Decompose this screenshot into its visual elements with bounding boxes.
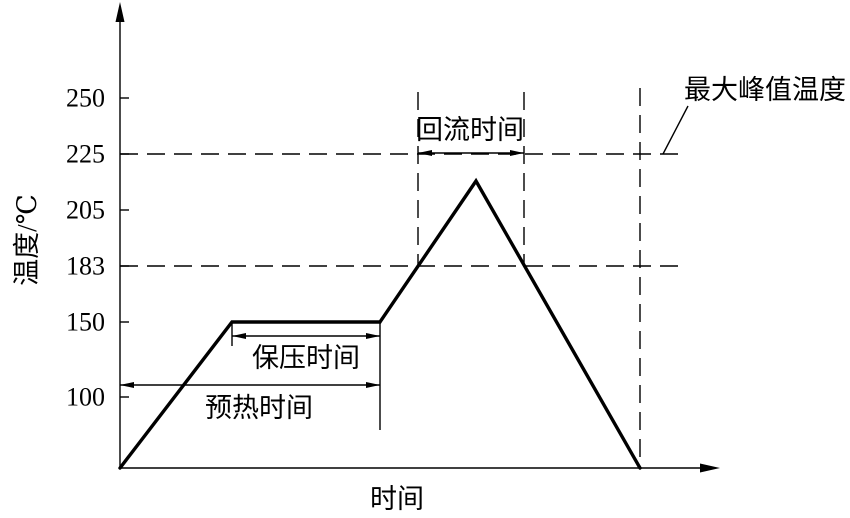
axes: 250 225 205 183 150 100 温度/℃ 时间 — [12, 2, 720, 514]
y-axis-arrow-icon — [115, 2, 125, 22]
y-tick-label: 150 — [66, 308, 105, 337]
y-tick-label: 225 — [66, 140, 105, 169]
soak-time-dimension: 保压时间 — [231, 322, 381, 430]
preheat-time-dimension: 预热时间 — [120, 382, 380, 423]
y-axis-label: 温度/℃ — [12, 194, 42, 286]
y-tick-label: 205 — [66, 196, 105, 225]
soak-time-label: 保压时间 — [252, 343, 360, 373]
x-axis-label: 时间 — [370, 484, 424, 514]
reflow-time-dimension: 回流时间 — [416, 115, 524, 156]
peak-temperature-callout: 最大峰值温度 — [662, 75, 846, 155]
reference-lines — [120, 88, 680, 468]
y-tick-label: 250 — [66, 84, 105, 113]
y-tick-label: 100 — [66, 383, 105, 412]
y-tick-label: 183 — [66, 252, 105, 281]
y-ticks — [120, 97, 129, 398]
peak-temperature-leader-line — [662, 105, 689, 155]
preheat-time-label: 预热时间 — [205, 393, 313, 423]
y-tick-labels: 250 225 205 183 150 100 — [66, 84, 105, 412]
x-axis-arrow-icon — [700, 463, 720, 473]
peak-temperature-label: 最大峰值温度 — [684, 75, 846, 105]
reflow-time-label: 回流时间 — [416, 115, 524, 145]
